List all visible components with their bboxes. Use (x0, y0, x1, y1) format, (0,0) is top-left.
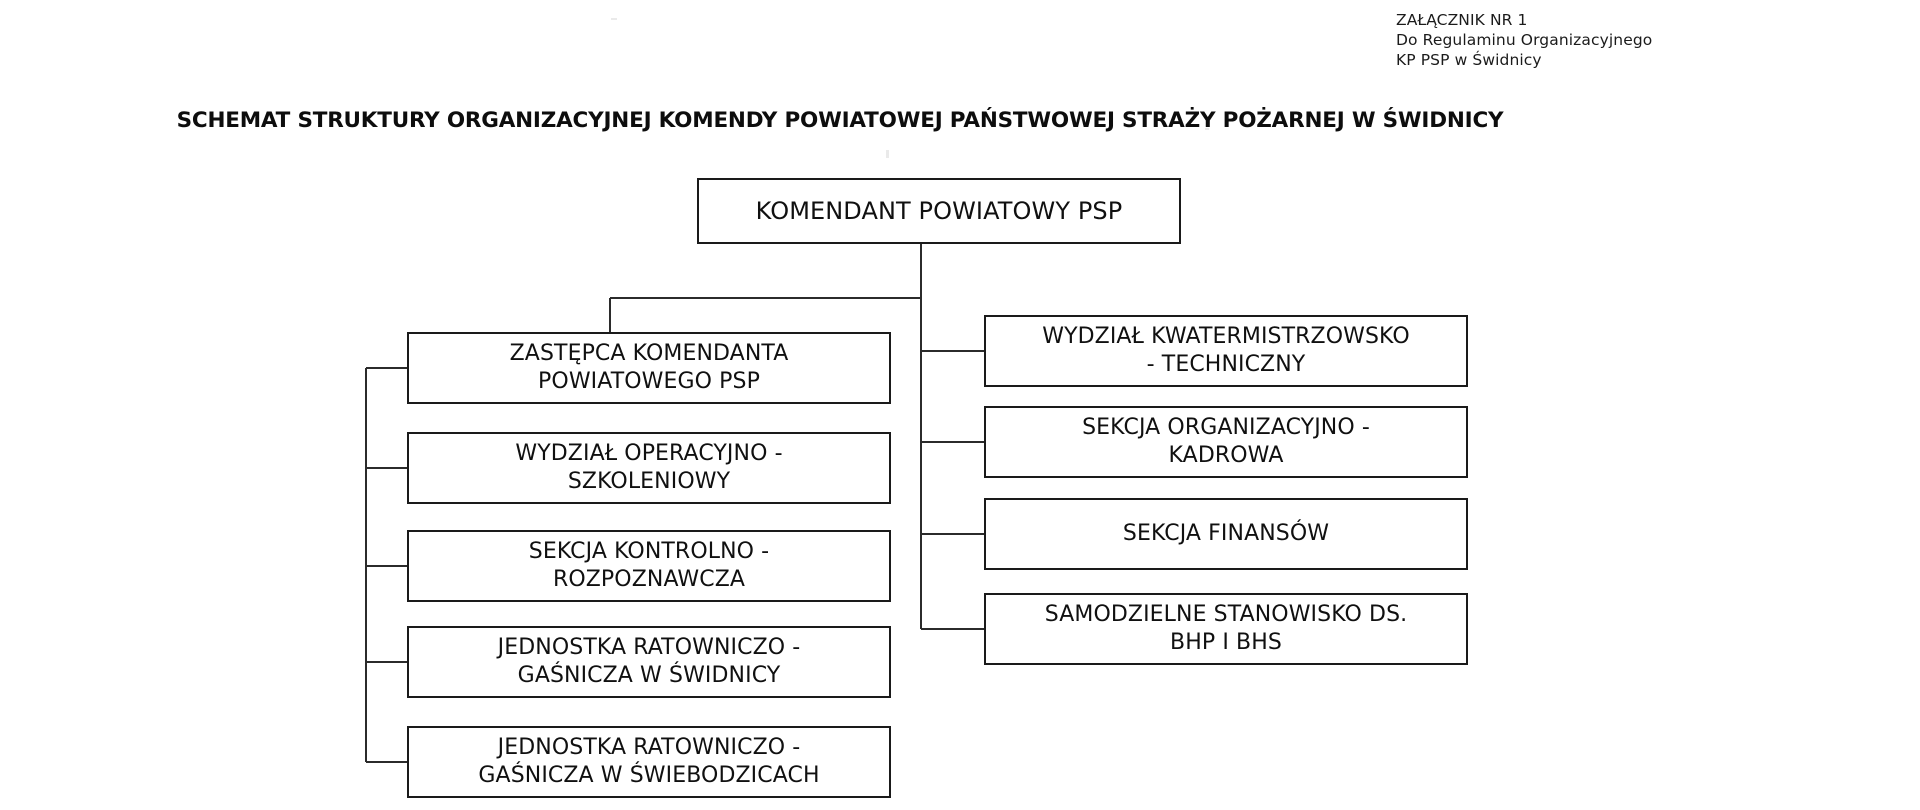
org-node-label: JEDNOSTKA RATOWNICZO - GAŚNICZA W ŚWIEBO… (478, 735, 820, 788)
scan-artifact (611, 18, 617, 20)
org-node-sekcja-finansow[interactable]: SEKCJA FINANSÓW (984, 498, 1468, 570)
org-node-label: WYDZIAŁ OPERACYJNO - SZKOLENIOWY (515, 441, 783, 494)
org-node-label: ZASTĘPCA KOMENDANTA POWIATOWEGO PSP (509, 341, 789, 394)
org-node-label: SEKCJA KONTROLNO - ROZPOZNAWCZA (528, 539, 770, 592)
org-node-wydzial-operacyjno-szkoleniowy[interactable]: WYDZIAŁ OPERACYJNO - SZKOLENIOWY (407, 432, 891, 504)
org-node-label: SEKCJA ORGANIZACYJNO - KADROWA (1082, 415, 1370, 468)
org-node-komendant-powiatowy-psp[interactable]: KOMENDANT POWIATOWY PSP (697, 178, 1181, 244)
org-node-jrg-swiebodzice[interactable]: JEDNOSTKA RATOWNICZO - GAŚNICZA W ŚWIEBO… (407, 726, 891, 798)
org-node-sekcja-kontrolno-rozpoznawcza[interactable]: SEKCJA KONTROLNO - ROZPOZNAWCZA (407, 530, 891, 602)
org-node-zastepca-komendanta-powiatowego-psp[interactable]: ZASTĘPCA KOMENDANTA POWIATOWEGO PSP (407, 332, 891, 404)
document-header-line-3: KP PSP w Świdnicy (1396, 51, 1542, 69)
org-node-samodzielne-stanowisko-bhp-i-bhs[interactable]: SAMODZIELNE STANOWISKO DS. BHP I BHS (984, 593, 1468, 665)
org-node-label: WYDZIAŁ KWATERMISTRZOWSKO - TECHNICZNY (1042, 324, 1410, 377)
org-node-label: JEDNOSTKA RATOWNICZO - GAŚNICZA W ŚWIDNI… (497, 635, 801, 688)
document-header-line-2: Do Regulaminu Organizacyjnego (1396, 31, 1653, 49)
org-node-label: SEKCJA FINANSÓW (1122, 521, 1330, 546)
document-header: ZAŁĄCZNIK NR 1 Do Regulaminu Organizacyj… (1396, 10, 1696, 70)
page-title: SCHEMAT STRUKTURY ORGANIZACYJNEJ KOMENDY… (176, 108, 1504, 133)
org-node-label: KOMENDANT POWIATOWY PSP (755, 197, 1123, 225)
org-node-jrg-swidnica[interactable]: JEDNOSTKA RATOWNICZO - GAŚNICZA W ŚWIDNI… (407, 626, 891, 698)
org-node-wydzial-kwatermistrzowsko-techniczny[interactable]: WYDZIAŁ KWATERMISTRZOWSKO - TECHNICZNY (984, 315, 1468, 387)
org-node-sekcja-organizacyjno-kadrowa[interactable]: SEKCJA ORGANIZACYJNO - KADROWA (984, 406, 1468, 478)
org-node-label: SAMODZIELNE STANOWISKO DS. BHP I BHS (1044, 602, 1408, 655)
scan-artifact (886, 150, 889, 158)
document-header-line-1: ZAŁĄCZNIK NR 1 (1396, 11, 1528, 29)
